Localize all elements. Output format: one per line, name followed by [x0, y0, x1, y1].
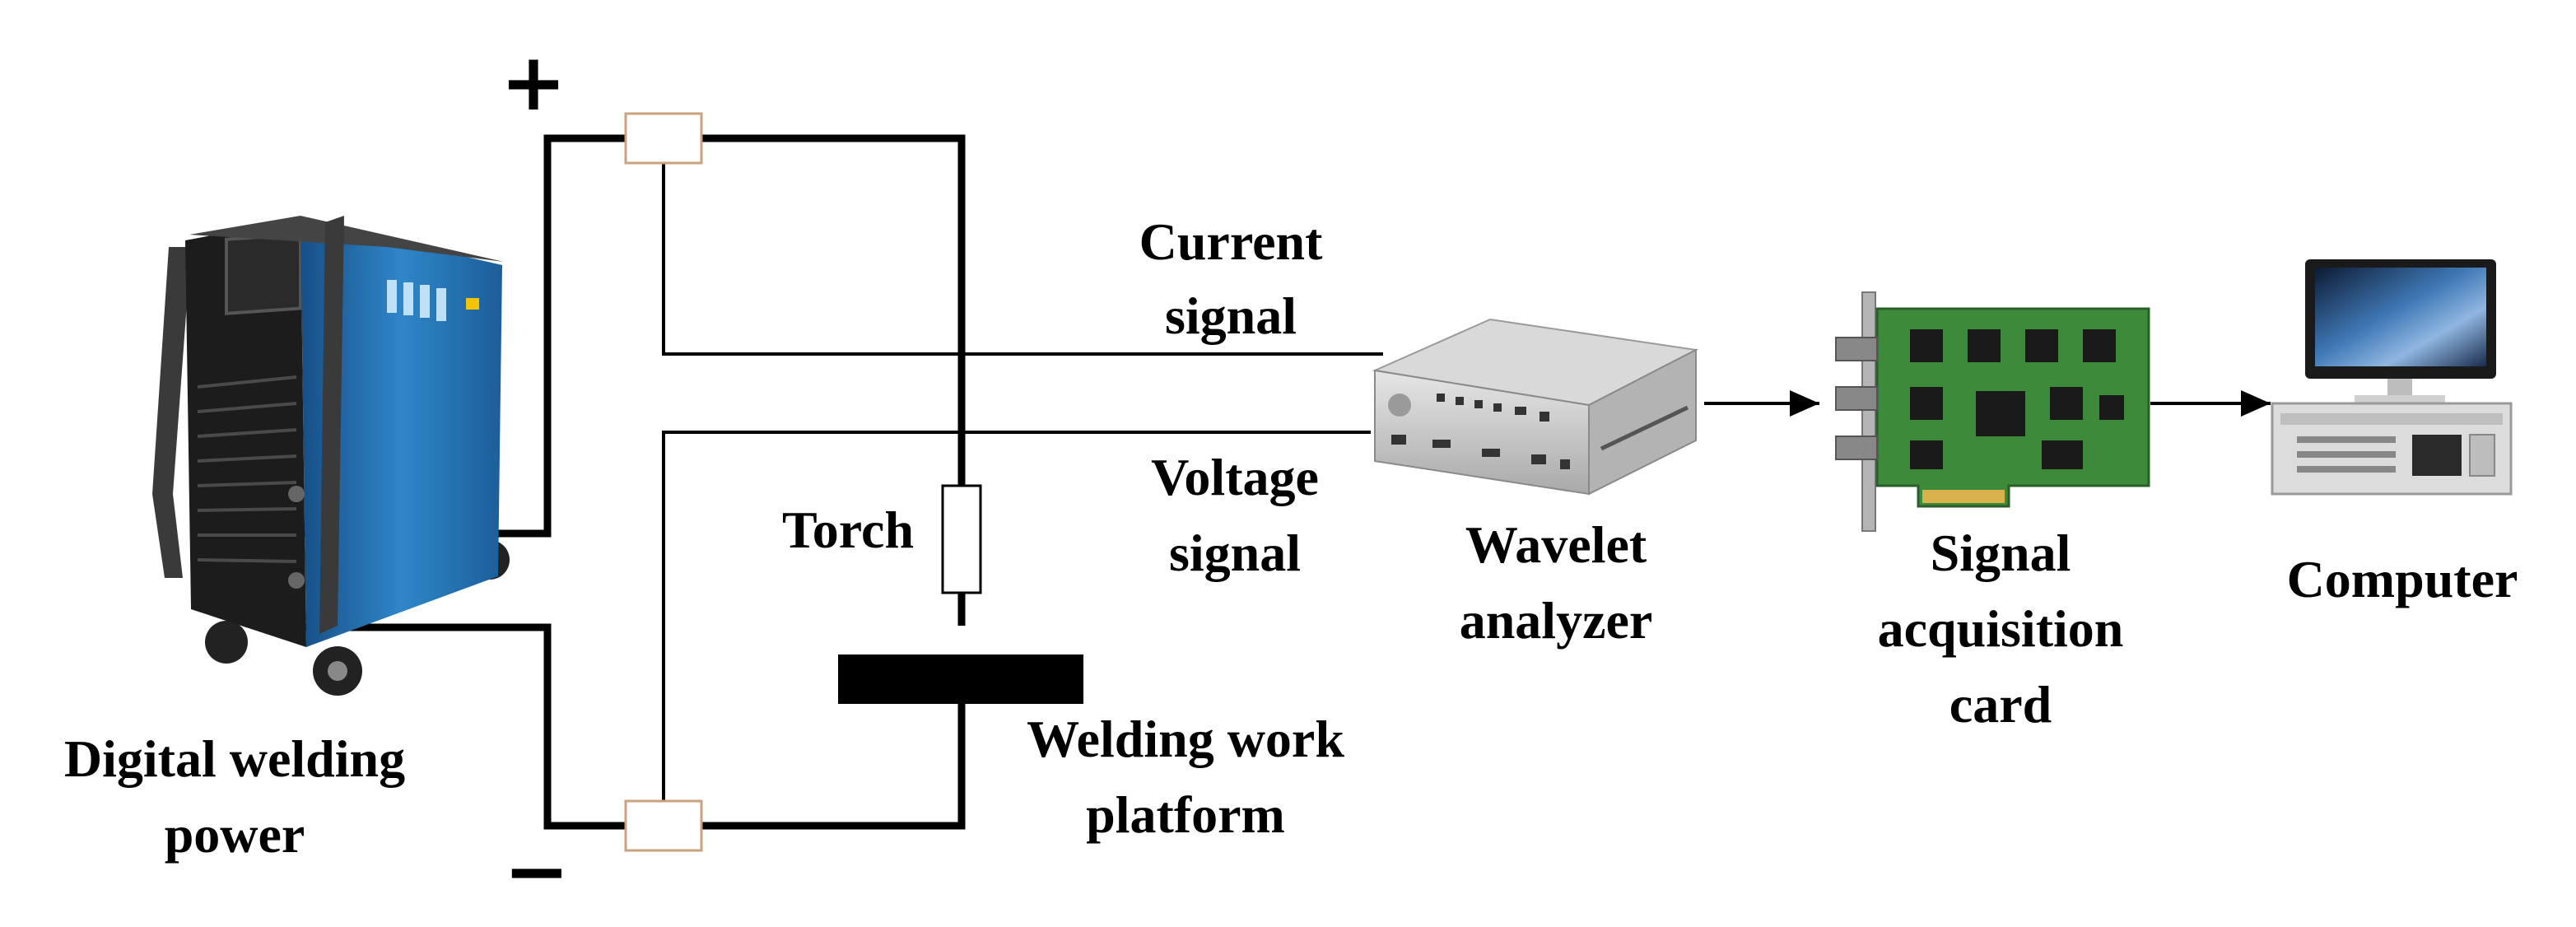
card-label-line3: card	[1949, 675, 2052, 734]
torch-body	[941, 484, 982, 594]
torch-label: Torch	[781, 501, 915, 559]
card-label-line1: Signal	[1930, 524, 2071, 582]
platform-label-line1: Welding work	[1027, 710, 1344, 768]
wavelet-analyzer-icon	[1372, 318, 1699, 496]
current-signal-wire	[662, 161, 1383, 356]
welder-icon	[152, 216, 510, 696]
signal-acquisition-card-icon	[1835, 291, 2150, 532]
signal-wires	[662, 161, 1383, 803]
card-label-line2: acquisition	[1877, 599, 2124, 658]
current-signal-label-line2: signal	[1164, 286, 1297, 345]
voltage-signal-label-line1: Voltage	[1151, 448, 1319, 506]
power-label-line2: power	[164, 805, 305, 864]
voltage-signal-label-line2: signal	[1168, 524, 1302, 582]
analyzer-label-line1: Wavelet	[1465, 515, 1647, 574]
positive-terminal-symbol: +	[500, 36, 567, 128]
power-label-line1: Digital welding	[63, 729, 406, 788]
voltage-signal-wire	[662, 431, 1371, 803]
analyzer-label-line2: analyzer	[1459, 591, 1653, 650]
current-sensor-box	[624, 112, 703, 165]
voltage-sensor-box	[624, 799, 703, 852]
computer-icon	[2271, 259, 2513, 496]
platform-label-line2: platform	[1086, 785, 1285, 844]
computer-label: Computer	[2286, 550, 2518, 608]
negative-lead-wire	[305, 623, 966, 830]
negative-terminal-symbol: −	[503, 825, 571, 917]
current-signal-label-line1: Current	[1139, 212, 1323, 271]
welding-platform-plate	[838, 654, 1083, 704]
